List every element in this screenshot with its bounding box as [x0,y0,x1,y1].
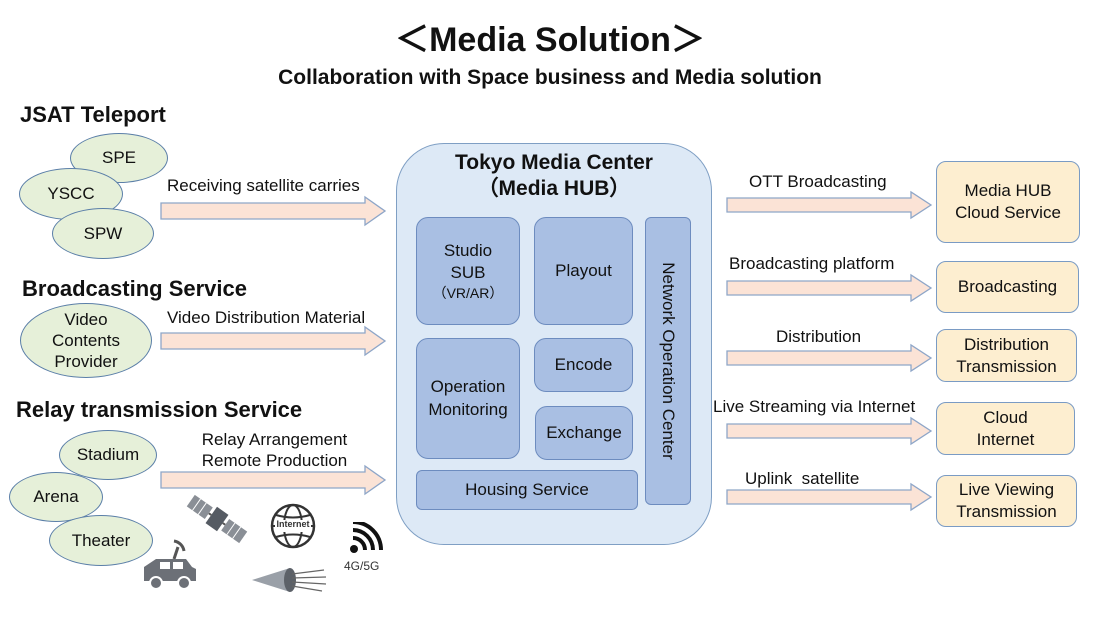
node-spw: SPW [52,208,154,259]
broadcasting-arrow-label: Video Distribution Material [167,308,366,327]
module-housing-label: Housing Service [465,479,589,499]
media-hub-title-line1: Tokyo Media Center [455,151,653,174]
page-subtitle: Collaboration with Space business and Me… [278,66,822,89]
relay-arrow-label: Relay Arrangement Remote Production [167,429,382,472]
node-arena: Arena [9,472,103,522]
module-studio-sub: Studio SUB （VR/AR） [416,217,520,325]
output-uplink-label: Uplink satellite [745,469,860,488]
output-distribution-label: Distribution [776,327,862,346]
module-housing-service: Housing Service [416,470,638,510]
relay-title: Relay transmission Service [16,397,303,422]
output-media-hub-line1: Media HUB [964,181,1052,201]
media-hub-title: Tokyo Media Center （Media HUB） [396,150,712,201]
output-cloud-internet: Cloud Internet [936,402,1075,455]
output-broadcasting-line1: Broadcasting [957,277,1058,297]
output-distribution-line2: Transmission [956,356,1057,376]
node-spe-label: SPE [101,148,137,168]
arrow-broadcasting [160,326,386,356]
module-exchange-label: Exchange [546,422,622,442]
module-noc-label: Network Operation Center [659,262,678,460]
teleport-title: JSAT Teleport [20,102,166,127]
internet-globe-label: Internet [276,519,310,529]
module-encode-label: Encode [554,354,613,374]
relay-arrow-label-line1: Relay Arrangement [201,430,348,449]
module-playout: Playout [534,217,633,325]
arrow-teleport [160,196,386,226]
output-live-viewing-line2: Transmission [956,502,1057,521]
output-live-viewing-transmission: Live Viewing Transmission [936,475,1077,527]
wireless-label: 4G/5G [344,559,380,573]
node-arena-label: Arena [33,487,79,507]
node-stadium-label: Stadium [76,445,140,465]
output-live-viewing-line1: Live Viewing [958,480,1055,500]
output-media-hub-line2: Cloud Service [955,203,1061,222]
media-hub-title-line2: （Media HUB） [477,176,631,200]
page-title: ＜Media Solution＞ [395,21,705,59]
arrow-distribution [726,344,932,372]
output-distribution-transmission: Distribution Transmission [936,329,1077,382]
module-exchange: Exchange [535,406,633,460]
node-video-contents-provider: Video Contents Provider [20,303,152,378]
output-cloud-line2: Internet [976,429,1035,449]
relay-arrow-label-line2: Remote Production [201,451,348,471]
arrow-live-streaming [726,417,932,445]
arrow-broadcasting-platform [726,274,932,302]
satellite-icon [186,494,248,544]
output-broadcasting-platform-label: Broadcasting platform [729,254,895,273]
module-operation-line1: Operation [430,377,506,397]
internet-globe-icon: Internet [269,502,317,550]
fiber-cable-icon [252,568,327,592]
node-yscc-label: YSCC [47,184,95,204]
module-studio-line1: Studio [443,240,493,260]
arrow-ott [726,191,932,219]
broadcasting-title: Broadcasting Service [22,276,247,301]
module-playout-label: Playout [555,260,612,280]
node-theater-label: Theater [71,530,131,550]
node-stadium: Stadium [59,430,157,480]
output-live-streaming-label: Live Streaming via Internet [713,397,916,416]
module-operation-line2: Monitoring [428,399,508,419]
node-theater: Theater [49,515,153,566]
module-operation-monitoring: Operation Monitoring [416,338,520,459]
broadcast-van-icon [144,539,196,590]
teleport-arrow-label: Receiving satellite carries [167,176,360,195]
node-video-contents-provider-label: Video Contents Provider [51,309,121,372]
node-spw-label: SPW [83,223,123,243]
wireless-signal-icon [350,522,383,553]
output-distribution-line1: Distribution [963,334,1050,354]
output-ott-label: OTT Broadcasting [749,172,887,191]
output-broadcasting: Broadcasting [936,261,1079,313]
output-cloud-line1: Cloud [983,407,1028,427]
output-media-hub-cloud-service: Media HUB Cloud Service [936,161,1080,243]
module-encode: Encode [534,338,633,392]
module-studio-line3: （VR/AR） [432,285,504,301]
module-network-operation-center: Network Operation Center [645,217,691,505]
module-studio-line2: SUB [450,262,486,282]
